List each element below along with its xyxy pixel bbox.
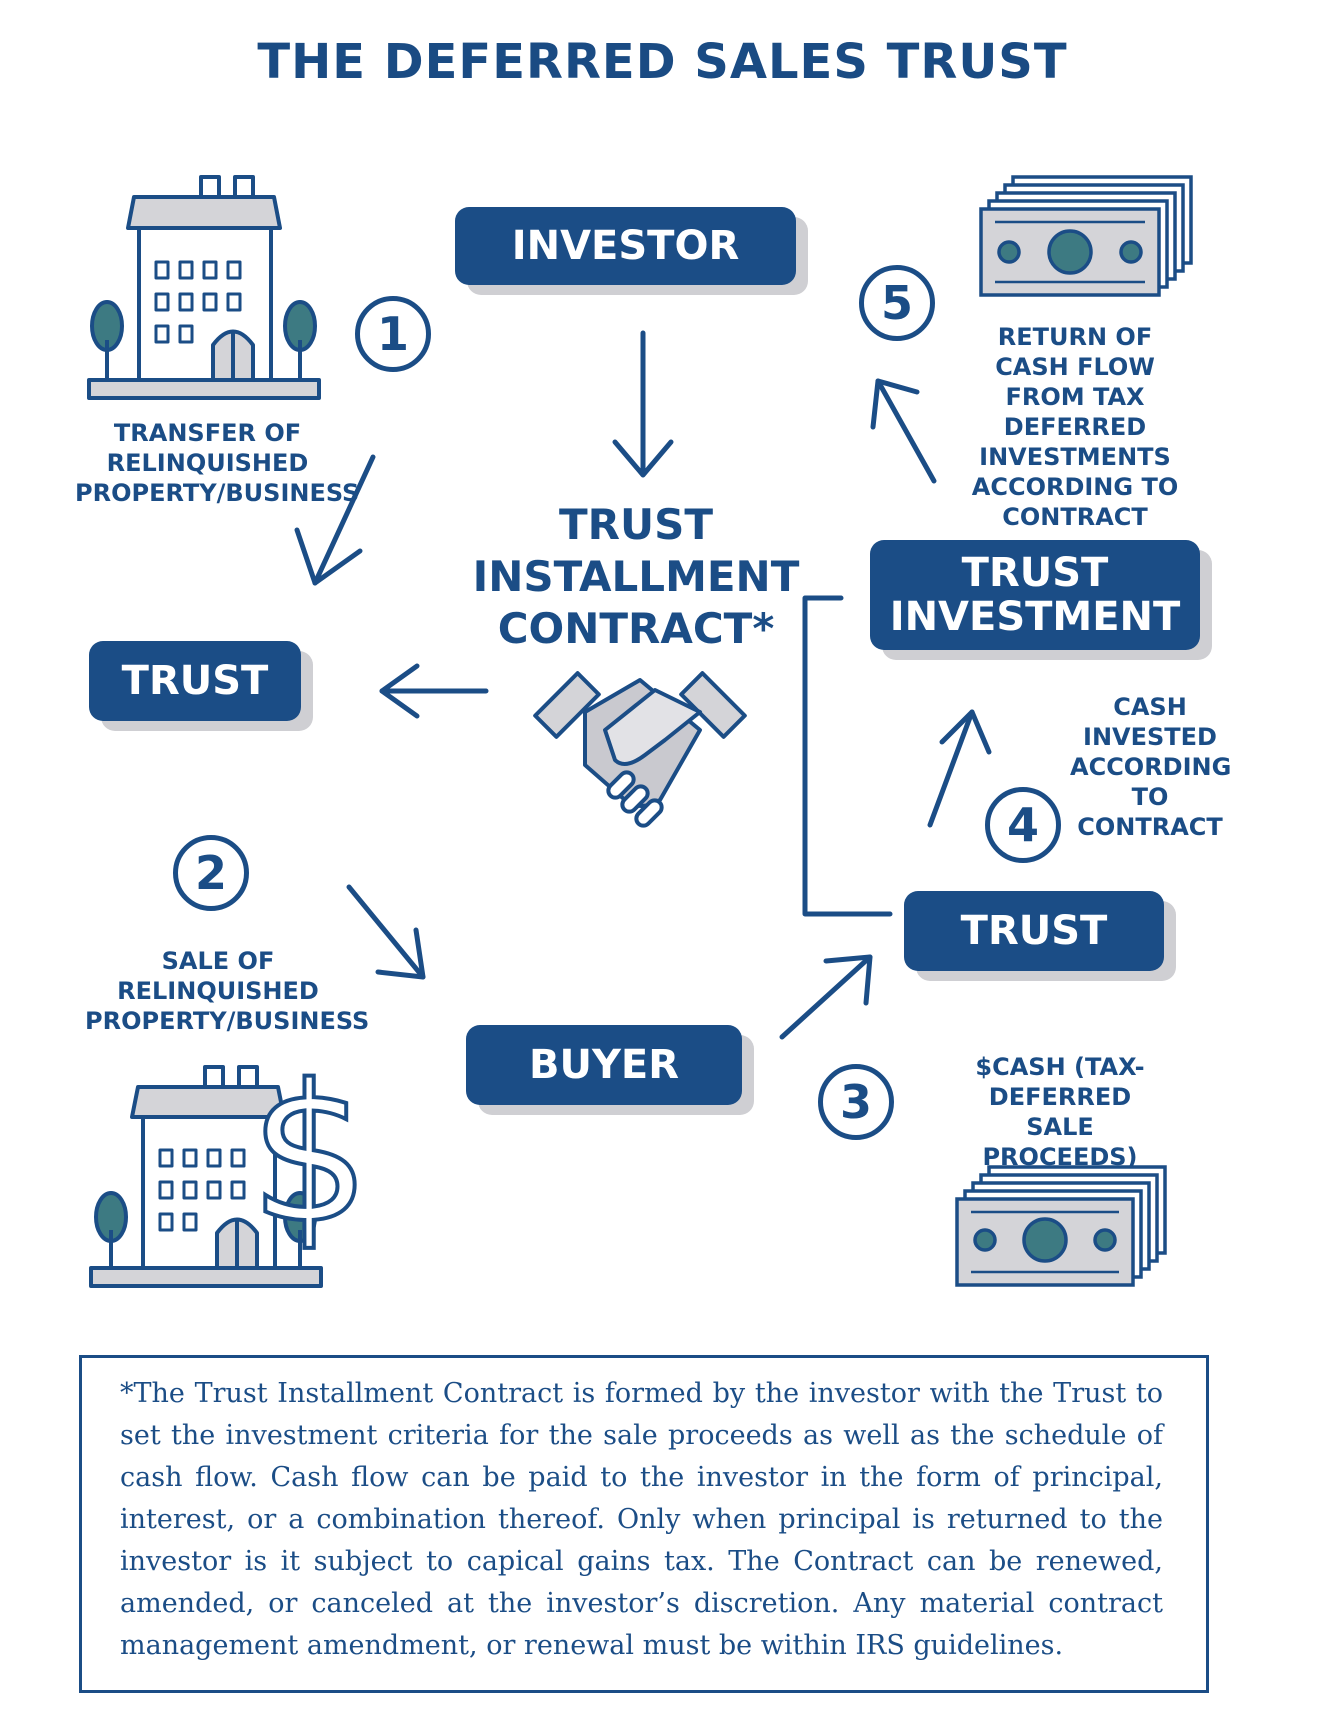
- node-trust-investment: TRUST INVESTMENT: [870, 540, 1200, 650]
- cash-stack-icon: [979, 175, 1193, 297]
- step-1-badge: 1: [355, 296, 431, 372]
- dollar-sign-icon: $: [250, 1044, 371, 1265]
- arrow-investor-to-contract: [612, 330, 674, 478]
- step-1-label: TRANSFER OF RELINQUISHED PROPERTY/BUSINE…: [75, 419, 360, 507]
- step-2-badge: 2: [173, 835, 249, 911]
- building-dollar-icon: [89, 1065, 323, 1288]
- page-title: THE DEFERRED SALES TRUST: [257, 34, 1068, 90]
- arrow-buyer-to-trust: [779, 954, 873, 1040]
- cash-stack-icon-bottom: [955, 1165, 1167, 1287]
- step-2-label: SALE OF RELINQUISHED PROPERTY/BUSINESS: [85, 947, 370, 1035]
- step-4-badge: 4: [985, 787, 1061, 863]
- arrow-investment-to-investor: [870, 378, 937, 484]
- node-buyer: BUYER: [466, 1025, 742, 1105]
- footnote-box: [79, 1355, 1209, 1693]
- step-3-label: $CASH (TAX-DEFERRED SALE PROCEEDS): [975, 1053, 1145, 1171]
- step-5-badge: 5: [859, 265, 935, 341]
- footnote-text: *The Trust Installment Contract is forme…: [120, 1378, 1163, 1661]
- arrow-contract-to-trust: [379, 663, 489, 719]
- arrow-sale-to-buyer: [346, 884, 426, 980]
- step-4-label: CASH INVESTED ACCORDING TO CONTRACT: [1070, 693, 1232, 841]
- building-icon: [87, 175, 321, 400]
- arrow-building-to-trust: [294, 454, 376, 586]
- contract-title: TRUST INSTALLMENT CONTRACT*: [472, 500, 800, 653]
- node-trust-left: TRUST: [89, 641, 301, 721]
- node-trust-right: TRUST: [904, 891, 1164, 971]
- node-investor: INVESTOR: [455, 207, 796, 285]
- step-3-badge: 3: [818, 1064, 894, 1140]
- step-5-label: RETURN OF CASH FLOW FROM TAX DEFERRED IN…: [971, 323, 1179, 531]
- handshake-icon: [533, 671, 747, 828]
- bracket-connector: [802, 595, 893, 917]
- arrow-trust-to-investment: [927, 709, 992, 828]
